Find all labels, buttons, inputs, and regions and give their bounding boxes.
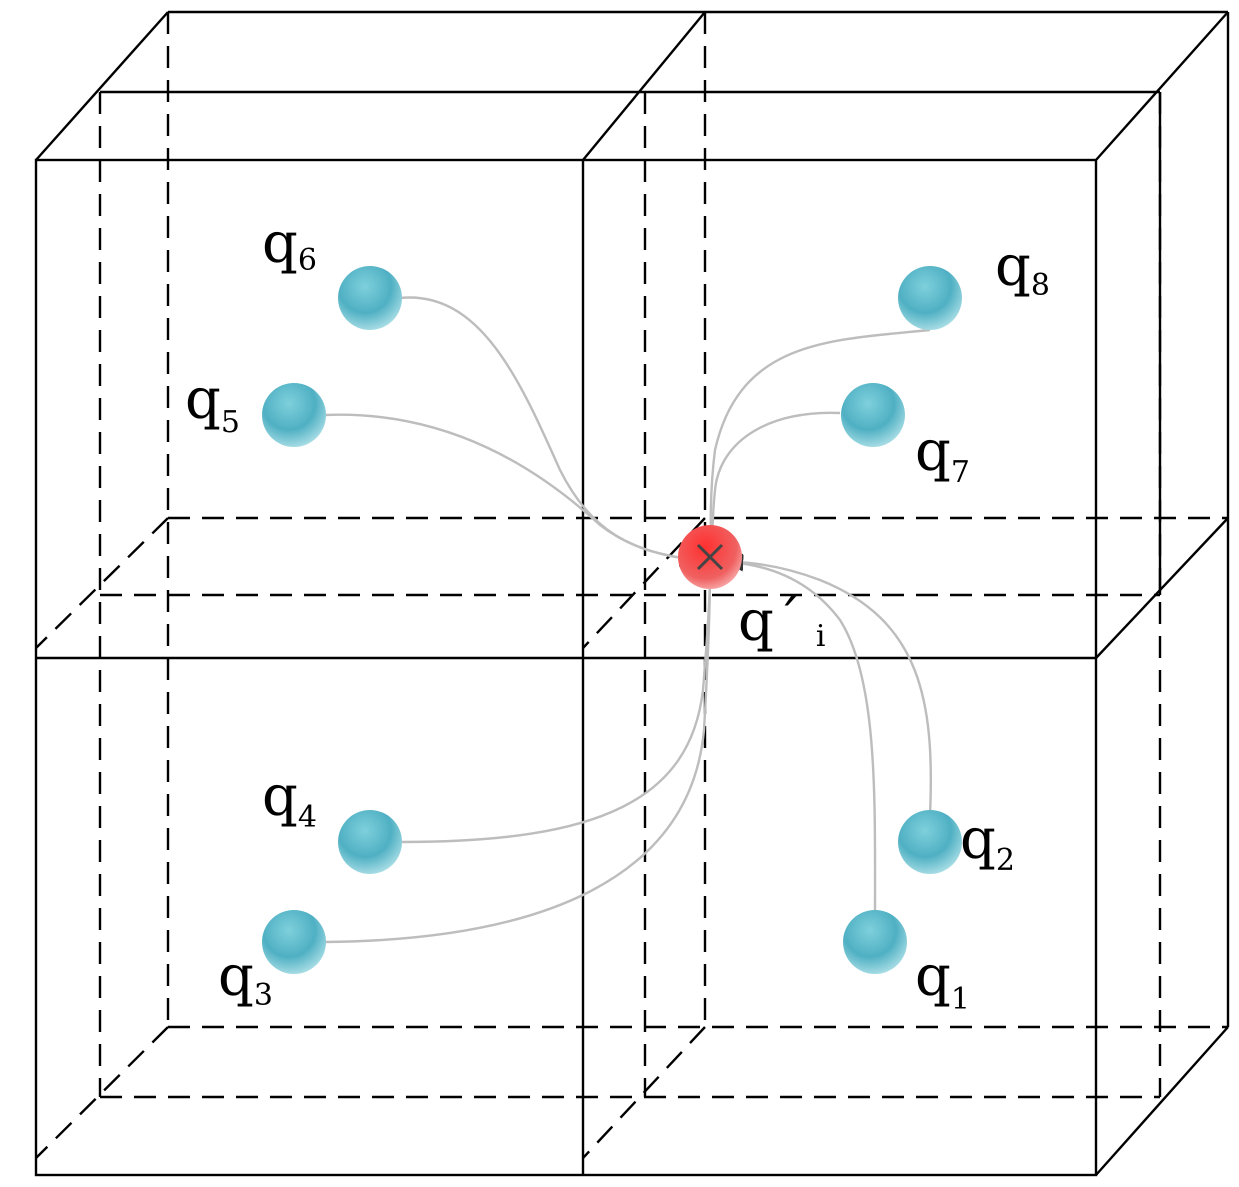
front-layer-solid xyxy=(34,10,1230,1177)
label-q1: q1 xyxy=(915,944,970,1017)
back-layer-dashed xyxy=(35,12,1228,1159)
curve-q2 xyxy=(726,553,933,816)
charge-q3 xyxy=(262,910,326,974)
charge-q6 xyxy=(338,266,402,330)
charge-q5 xyxy=(262,383,326,447)
label-q5: q5 xyxy=(185,367,240,440)
curve-q8 xyxy=(702,328,931,552)
label-q2: q2 xyxy=(960,807,1015,878)
charge-q1 xyxy=(843,910,907,974)
label-target: q´i xyxy=(738,589,825,654)
charge-q8 xyxy=(898,266,962,330)
label-q6: q6 xyxy=(262,211,317,278)
curve-q4 xyxy=(401,568,719,844)
charge-q7 xyxy=(841,383,905,447)
charge-q4 xyxy=(338,810,402,874)
interaction-curves xyxy=(324,296,933,944)
charge-labels: q6 q5 q8 q7 q4 q3 q2 q1 q´i xyxy=(185,211,1050,1017)
charge-q2 xyxy=(898,810,962,874)
charge-spheres xyxy=(262,266,962,974)
curve-q5 xyxy=(324,413,697,567)
curve-q6 xyxy=(399,296,697,567)
curve-q7 xyxy=(703,411,841,552)
curve-q3 xyxy=(324,570,719,944)
label-q3: q3 xyxy=(218,944,273,1013)
label-q4: q4 xyxy=(262,764,317,835)
target-sphere xyxy=(678,525,742,589)
curve-q1 xyxy=(726,554,877,916)
label-q7: q7 xyxy=(915,419,970,490)
label-q8: q8 xyxy=(995,234,1050,303)
